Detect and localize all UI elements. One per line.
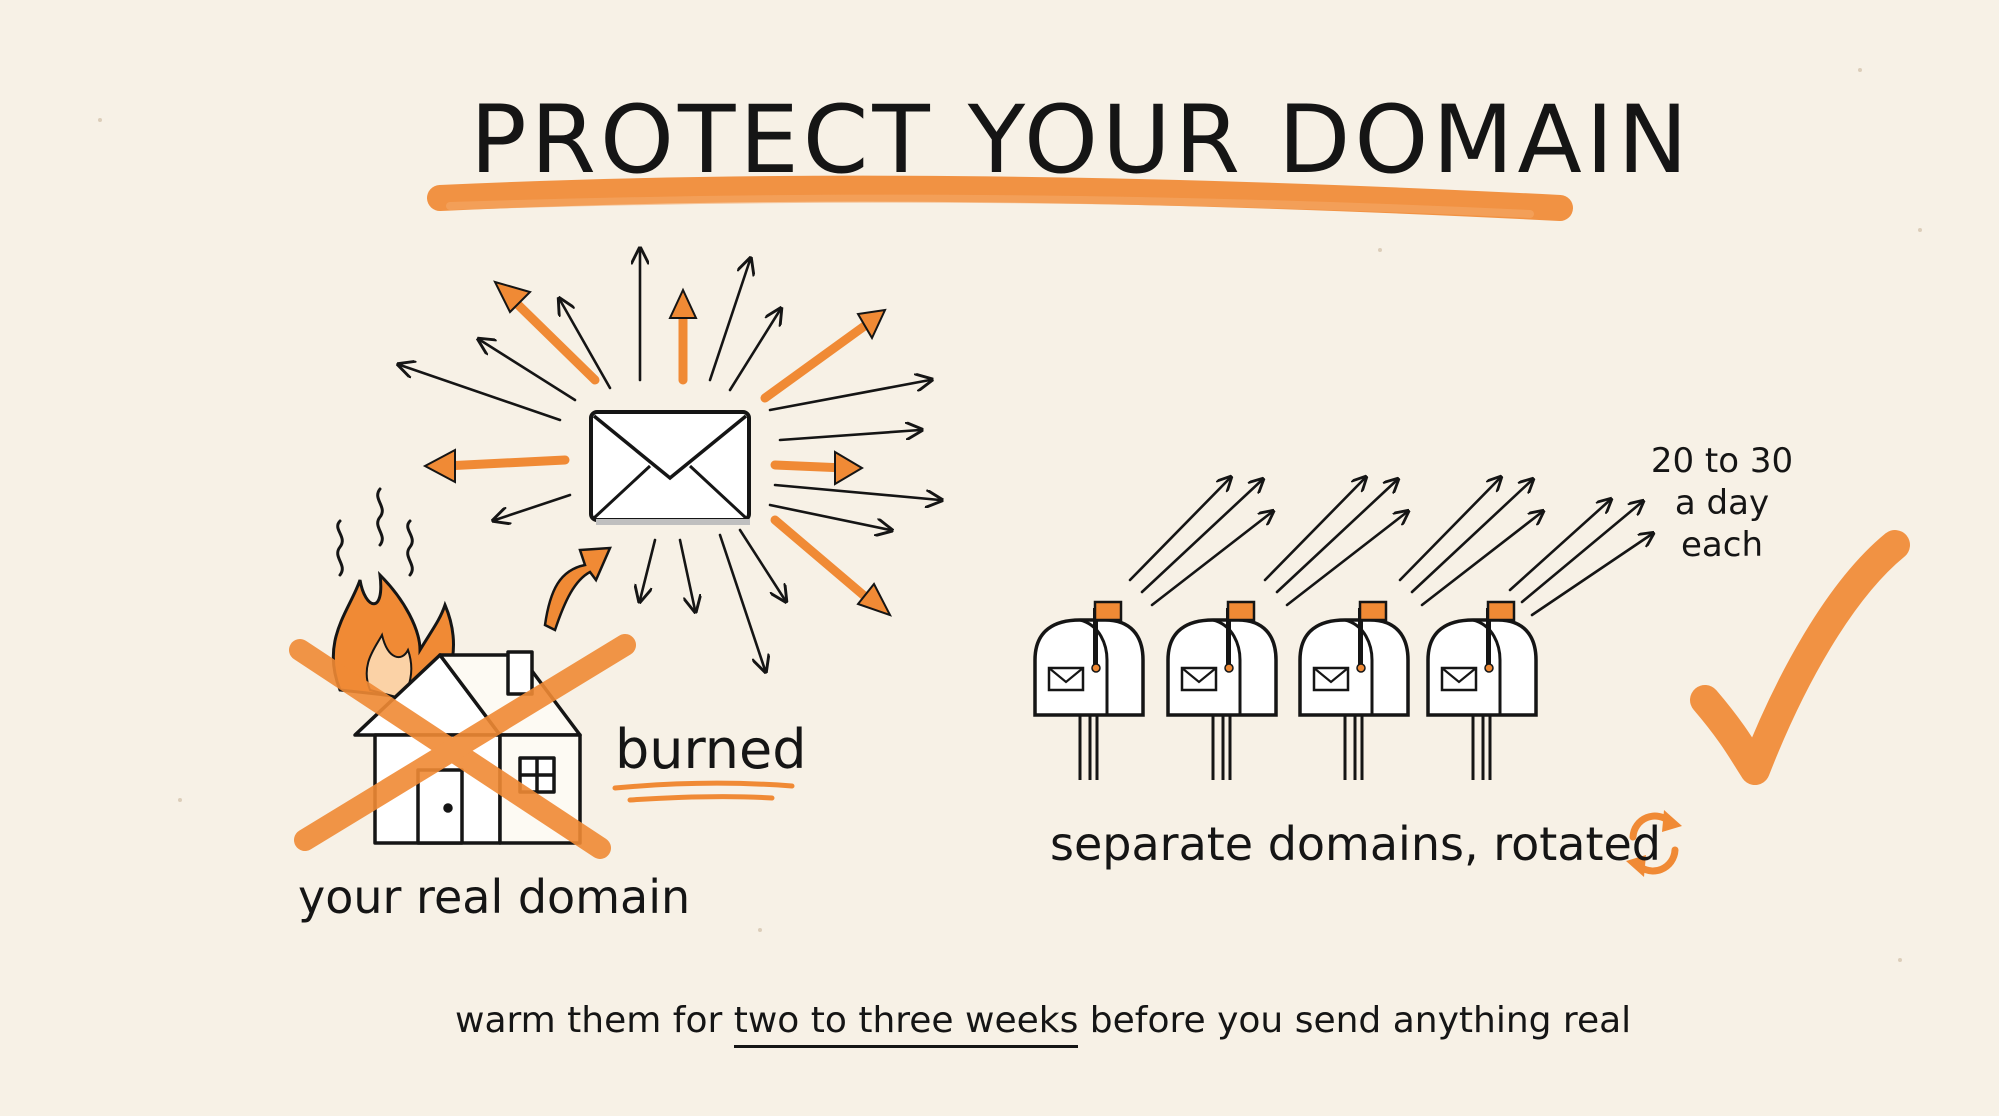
burned-underline bbox=[612, 780, 795, 803]
check-mark-icon bbox=[1690, 530, 1910, 785]
real-domain-caption: your real domain bbox=[298, 870, 691, 924]
mailbox-icon bbox=[1033, 600, 1145, 780]
title-underline bbox=[427, 175, 1573, 221]
send-rate-line: 20 to 30 bbox=[1650, 441, 1794, 481]
mailbox-icon bbox=[1298, 600, 1410, 780]
cross-mark-icon bbox=[289, 634, 636, 859]
smoke-icon bbox=[336, 487, 414, 577]
send-rate-line: a day bbox=[1674, 483, 1770, 523]
footer-highlight: two to three weeks bbox=[733, 1000, 1079, 1048]
accent-arrow-heads bbox=[422, 280, 893, 617]
send-rate-line: each bbox=[1681, 525, 1763, 565]
escape-arrow bbox=[543, 546, 612, 632]
mailbox-icon bbox=[1426, 600, 1538, 780]
footer-text-after: before you send anything real bbox=[1078, 1000, 1632, 1041]
envelope-icon bbox=[589, 410, 751, 525]
burned-label: burned bbox=[615, 718, 807, 781]
mailbox-send-arrows bbox=[1128, 478, 1652, 617]
accent-burst-arrows bbox=[440, 287, 880, 610]
footer-note: warm them for two to three weeks before … bbox=[455, 1000, 1632, 1048]
send-rate-label: 20 to 30 a day each bbox=[1622, 440, 1822, 566]
footer-text-before: warm them for bbox=[455, 1000, 734, 1041]
mailbox-icon bbox=[1166, 600, 1278, 780]
separate-domains-caption: separate domains, rotated bbox=[1050, 817, 1662, 871]
spam-burst-arrows bbox=[400, 250, 940, 670]
page-title: PROTECT YOUR DOMAIN bbox=[470, 86, 1692, 195]
